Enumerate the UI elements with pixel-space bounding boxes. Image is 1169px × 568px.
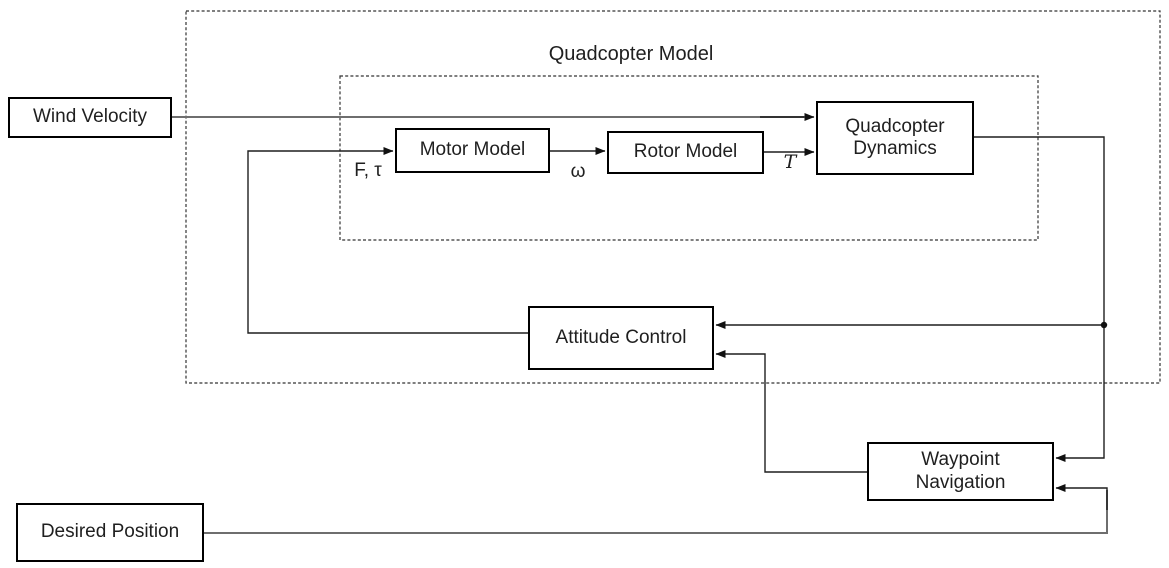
node-attitude-control[interactable]: Attitude Control (528, 306, 714, 370)
connector-waypoint-to-attitude (715, 350, 867, 473)
quadcopter-model-group-label: Quadcopter Model (548, 43, 714, 65)
node-waypoint-navigation[interactable]: Waypoint Navigation (867, 442, 1054, 501)
node-attitude-control-label: Attitude Control (555, 326, 687, 348)
signal-label-force-torque: F, τ (354, 160, 382, 181)
connector-desired-to-waypoint-arrow (1055, 484, 1108, 510)
node-motor-model[interactable]: Motor Model (395, 128, 550, 173)
node-rotor-model-label: Rotor Model (633, 141, 738, 163)
junction-dot (1100, 321, 1108, 329)
node-rotor-model[interactable]: Rotor Model (607, 131, 764, 174)
node-waypoint-navigation-label: Waypoint Navigation (915, 449, 1006, 493)
signal-label-omega: ω (570, 161, 586, 182)
node-quadcopter-dynamics[interactable]: Quadcopter Dynamics (816, 101, 974, 175)
node-desired-position[interactable]: Desired Position (16, 503, 204, 562)
connector-attitude-to-motor (247, 147, 528, 334)
node-quadcopter-dynamics-label: Quadcopter Dynamics (845, 115, 945, 159)
node-wind-velocity[interactable]: Wind Velocity (8, 97, 172, 138)
quadcopter-model-group-border (185, 10, 1161, 384)
node-wind-velocity-label: Wind Velocity (32, 106, 148, 128)
node-motor-model-label: Motor Model (419, 139, 526, 161)
inner-model-group-border (339, 75, 1039, 241)
connector-dynamics-to-waypoint (974, 136, 1105, 462)
signal-label-thrust: T (783, 151, 797, 173)
node-desired-position-label: Desired Position (40, 521, 180, 543)
